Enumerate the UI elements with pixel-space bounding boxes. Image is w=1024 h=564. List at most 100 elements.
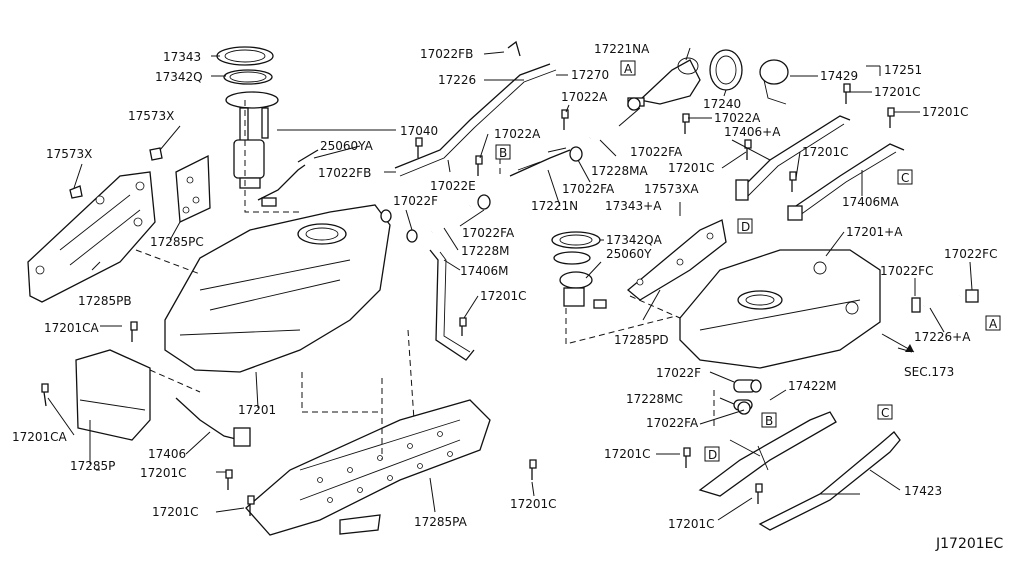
- tank-strap-part: [429, 249, 475, 361]
- label-17573XA: 17573XA: [644, 182, 699, 196]
- label-17221N: 17221N: [531, 199, 578, 213]
- label-17022FC-a: 17022FC: [880, 264, 933, 278]
- label-17201C-i: 17201C: [604, 447, 651, 461]
- label-17022FC-b: 17022FC: [944, 247, 997, 261]
- label-17228MA: 17228MA: [591, 164, 649, 178]
- filler-neck-part: [627, 57, 701, 107]
- sec-arrow: [881, 333, 915, 353]
- label-17343A: 17343+A: [605, 199, 662, 213]
- label-sec-ref: SEC.173: [904, 365, 954, 379]
- heat-shield-lower-part: [75, 349, 151, 441]
- label-17022F-a: 17022F: [393, 194, 438, 208]
- label-17201C-j: 17201C: [668, 517, 715, 531]
- label-17573X-b: 17573X: [46, 147, 92, 161]
- label-17201C-b: 17201C: [922, 105, 969, 119]
- label-17201C-a: 17201C: [874, 85, 921, 99]
- lock-ring-part: [216, 46, 274, 66]
- label-17240: 17240: [703, 97, 741, 111]
- label-17022FB-b: 17022FB: [318, 166, 371, 180]
- label-17221NA: 17221NA: [594, 42, 650, 56]
- hose-lower-part: [430, 203, 472, 235]
- part-labels: 17343 17342Q 17573X 17573X 17040 25060YA…: [12, 42, 1004, 552]
- fuel-tank-right-part: [679, 249, 881, 369]
- label-17201: 17201: [238, 403, 276, 417]
- dashed-assembly-lines: [135, 100, 715, 460]
- label-17343: 17343: [163, 50, 201, 64]
- fuel-cap-part: [759, 59, 789, 105]
- fuel-pump-assembly-part: [225, 91, 306, 207]
- svg-text:A: A: [989, 317, 998, 331]
- svg-text:B: B: [765, 414, 773, 428]
- label-17201C-g: 17201C: [152, 505, 199, 519]
- ref-box-c-1: C: [897, 169, 913, 185]
- label-17201C-d: 17201C: [802, 145, 849, 159]
- label-17285PB: 17285PB: [78, 294, 132, 308]
- label-17573X-a: 17573X: [128, 109, 174, 123]
- label-17423: 17423: [904, 484, 942, 498]
- label-17270: 17270: [571, 68, 609, 82]
- svg-text:D: D: [741, 220, 750, 234]
- filler-inlet-tube-part: [509, 149, 571, 177]
- label-17406MA: 17406MA: [842, 195, 900, 209]
- label-17285P: 17285P: [70, 459, 115, 473]
- label-17201C-h: 17201C: [510, 497, 557, 511]
- heat-shield-small-part: [175, 154, 211, 223]
- ref-box-b-2: B: [761, 412, 777, 428]
- crossmember-bracket-part: [698, 411, 837, 497]
- filler-tube-part: [394, 40, 557, 177]
- label-17201A: 17201+A: [846, 225, 903, 239]
- label-17226: 17226: [438, 73, 476, 87]
- label-17022F-b: 17022F: [656, 366, 701, 380]
- label-25060Y: 25060Y: [606, 247, 652, 261]
- label-17285PC: 17285PC: [150, 235, 204, 249]
- label-25060YA: 25060YA: [320, 139, 374, 153]
- label-17251: 17251: [884, 63, 922, 77]
- label-17201C-c: 17201C: [668, 161, 715, 175]
- ref-box-a-2: A: [985, 315, 1001, 331]
- label-17406: 17406: [148, 447, 186, 461]
- label-17201CA-a: 17201CA: [44, 321, 100, 335]
- svg-text:C: C: [881, 406, 889, 420]
- filler-gasket-part: [709, 49, 743, 91]
- label-17422M: 17422M: [788, 379, 837, 393]
- strap-lower-part: [175, 397, 251, 447]
- fuel-sender-part: [297, 149, 319, 163]
- label-17429: 17429: [820, 69, 858, 83]
- undercover-plate-part: [245, 399, 491, 536]
- ref-box-a-1: A: [620, 60, 636, 76]
- label-17022FA-a: 17022FA: [630, 145, 683, 159]
- leader-lines: [47, 47, 973, 521]
- label-17285PD: 17285PD: [614, 333, 669, 347]
- svg-text:A: A: [624, 62, 633, 76]
- ref-box-d-2: D: [704, 446, 720, 462]
- label-17040: 17040: [400, 124, 438, 138]
- label-17406M: 17406M: [460, 264, 509, 278]
- tank-strap-long-part: [787, 143, 905, 221]
- svg-text:C: C: [901, 171, 909, 185]
- label-17406A: 17406+A: [724, 125, 781, 139]
- bracket-clip-part: [69, 147, 163, 199]
- label-17201C-e: 17201C: [480, 289, 527, 303]
- label-17022FA-c: 17022FA: [462, 226, 515, 240]
- svg-text:B: B: [499, 146, 507, 160]
- label-17022FA-d: 17022FA: [646, 416, 699, 430]
- label-17342QA: 17342QA: [606, 233, 663, 247]
- label-17022A-b: 17022A: [494, 127, 541, 141]
- label-17022E: 17022E: [430, 179, 476, 193]
- label-17201C-f: 17201C: [140, 466, 187, 480]
- ref-box-d-1: D: [737, 218, 753, 234]
- lock-ring-right-part: [551, 231, 607, 309]
- gasket-part: [223, 69, 273, 85]
- diagram-code: J17201EC: [935, 536, 1004, 552]
- hose-clamps: [380, 97, 762, 415]
- ref-box-b-1: B: [495, 144, 511, 160]
- ref-box-c-2: C: [877, 404, 893, 420]
- label-17201CA-b: 17201CA: [12, 430, 68, 444]
- label-17226A: 17226+A: [914, 330, 971, 344]
- label-17022FB-a: 17022FB: [420, 47, 473, 61]
- label-17342Q: 17342Q: [155, 70, 203, 84]
- label-17228MC: 17228MC: [626, 392, 683, 406]
- heat-shield-large-part: [27, 171, 156, 303]
- svg-text:D: D: [708, 448, 717, 462]
